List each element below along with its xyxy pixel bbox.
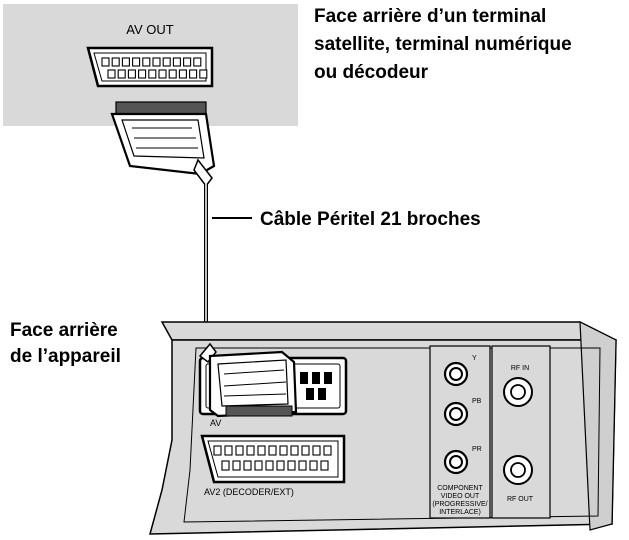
scart-pin (183, 57, 192, 67)
cable-label: Câble Péritel 21 broches (260, 209, 481, 230)
scart-pin (287, 460, 296, 471)
source-caption-line-1: Face arrière d’un terminal (314, 6, 546, 27)
scart-pin (276, 460, 285, 471)
jack-y (443, 361, 469, 387)
scart-pin (132, 57, 141, 67)
jack-pr (443, 449, 469, 475)
source-caption-line-3: ou décodeur (314, 62, 429, 83)
scart-pin (323, 445, 332, 456)
lower-scart-plug (198, 342, 298, 418)
component-video-panel: Y PB PR COMPONENT VIDEO OUT (PROGRESSIVE… (429, 345, 491, 519)
scart-pin (107, 69, 116, 79)
av2-label: AV2 (DECODER/EXT) (204, 487, 294, 497)
scart-pin (224, 445, 233, 456)
jack-y-label: Y (472, 355, 477, 362)
rf-in-jack (503, 377, 533, 407)
scart-pin (254, 460, 263, 471)
scart-pin (265, 460, 274, 471)
scart-pin (111, 57, 120, 67)
component-caption-2: VIDEO OUT (441, 493, 480, 500)
jack-pr-label: PR (472, 446, 482, 453)
scart-pin (152, 57, 161, 67)
scart-pin (312, 445, 321, 456)
scart-pin (148, 69, 157, 79)
scart-pin (290, 445, 299, 456)
scart-pin (138, 69, 147, 79)
component-caption-3: (PROGRESSIVE/ (432, 501, 487, 508)
scart-pin (320, 460, 329, 471)
scart-pin (127, 69, 136, 79)
recorder-caption-line-1: Face arrière (10, 320, 118, 341)
av-out-scart-socket (86, 46, 214, 88)
rf-out-jack (503, 455, 533, 485)
scart-pin (243, 460, 252, 471)
scart-pin (162, 57, 171, 67)
scart-pin (235, 445, 244, 456)
scart-pin (221, 460, 230, 471)
upper-scart-plug (110, 101, 216, 188)
recorder-caption-line-2: de l’appareil (10, 346, 121, 367)
scart-pin (142, 57, 151, 67)
av1-label: AV (210, 418, 221, 428)
scart-pin (178, 69, 187, 79)
scart-pin (199, 69, 208, 79)
scart-pin (246, 445, 255, 456)
jack-pb-label: PB (472, 398, 482, 405)
av-out-label: AV OUT (126, 22, 173, 37)
scart-pin (168, 69, 177, 79)
source-caption-line-2: satellite, terminal numérique (314, 34, 572, 55)
rf-out-label: RF OUT (507, 496, 534, 503)
scart-pin (213, 445, 222, 456)
scart-pin (189, 69, 198, 79)
scart-pin (101, 57, 110, 67)
scart-pin (232, 460, 241, 471)
scart-pin (121, 57, 130, 67)
scart-pin (279, 445, 288, 456)
component-caption-4: INTERLACE) (439, 509, 481, 516)
rf-in-label: RF IN (511, 365, 529, 372)
scart-pin (172, 57, 181, 67)
scart-pin (309, 460, 318, 471)
scart-pin (257, 445, 266, 456)
scart-pin (158, 69, 167, 79)
jack-pb (443, 401, 469, 427)
scart-pin (298, 460, 307, 471)
scart-pin (193, 57, 202, 67)
scart-pin (301, 445, 310, 456)
scart-pin (268, 445, 277, 456)
scart-pin (117, 69, 126, 79)
rf-panel: RF IN RF OUT (491, 345, 551, 519)
av2-scart-socket (200, 434, 346, 484)
component-caption-1: COMPONENT (437, 485, 483, 492)
